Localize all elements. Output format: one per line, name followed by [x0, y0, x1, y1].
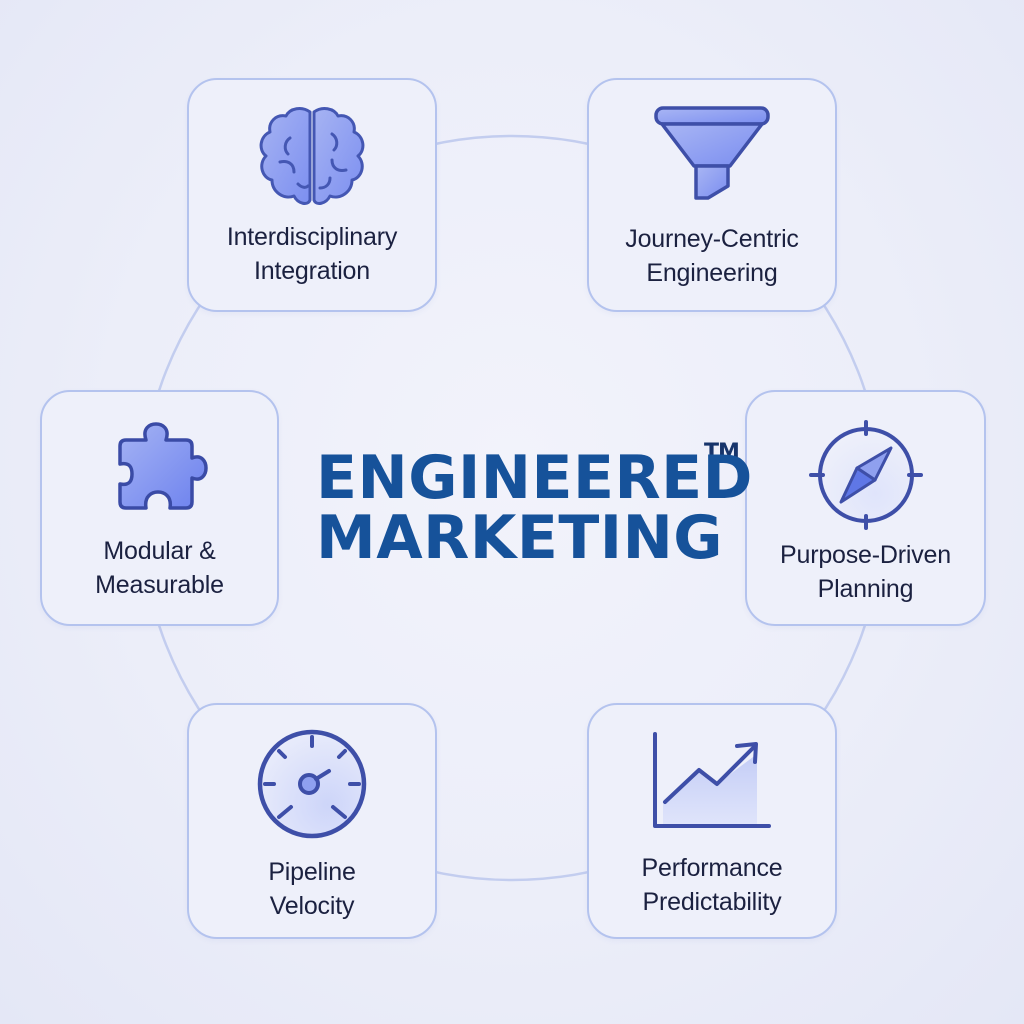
- compass-icon: [806, 418, 926, 532]
- label-line: Predictability: [642, 888, 782, 916]
- label-line: Interdisciplinary: [226, 223, 398, 251]
- title-line-marketing: MARKETING: [316, 503, 724, 573]
- label-line: Purpose-Driven: [780, 541, 951, 569]
- card-performance-predictability: Performance Predictability: [587, 703, 837, 939]
- label-line: Integration: [254, 257, 370, 285]
- card-label: Pipeline Velocity: [268, 855, 356, 923]
- funnel-icon: [652, 100, 772, 212]
- label-line: Pipeline: [268, 858, 356, 886]
- brain-icon: [252, 102, 372, 212]
- label-line: Engineering: [646, 259, 778, 287]
- label-line: Velocity: [269, 892, 355, 920]
- card-journey-centric-engineering: Journey-Centric Engineering: [587, 78, 837, 312]
- label-line: Modular &: [103, 537, 216, 565]
- growth-chart-icon: [647, 727, 777, 837]
- label-line: Journey-Centric: [625, 225, 799, 253]
- card-label: Purpose-Driven Planning: [780, 538, 951, 606]
- label-line: Planning: [817, 575, 914, 603]
- label-line: Measurable: [95, 571, 224, 599]
- card-pipeline-velocity: Pipeline Velocity: [187, 703, 437, 939]
- trademark-symbol: TM: [704, 440, 740, 465]
- brand-title: TM ENGINEERED MARKETING: [316, 440, 753, 573]
- card-label: Journey-Centric Engineering: [625, 222, 799, 290]
- speedometer-icon: [252, 727, 372, 841]
- puzzle-piece-icon: [100, 418, 220, 518]
- label-line: Performance: [641, 854, 783, 882]
- card-modular-measurable: Modular & Measurable: [40, 390, 279, 626]
- card-label: Modular & Measurable: [95, 534, 224, 602]
- title-line-engineered: ENGINEERED: [316, 443, 753, 513]
- card-label: Performance Predictability: [642, 851, 783, 919]
- card-label: Interdisciplinary Integration: [227, 220, 397, 288]
- card-interdisciplinary-integration: Interdisciplinary Integration: [187, 78, 437, 312]
- card-purpose-driven-planning: Purpose-Driven Planning: [745, 390, 986, 626]
